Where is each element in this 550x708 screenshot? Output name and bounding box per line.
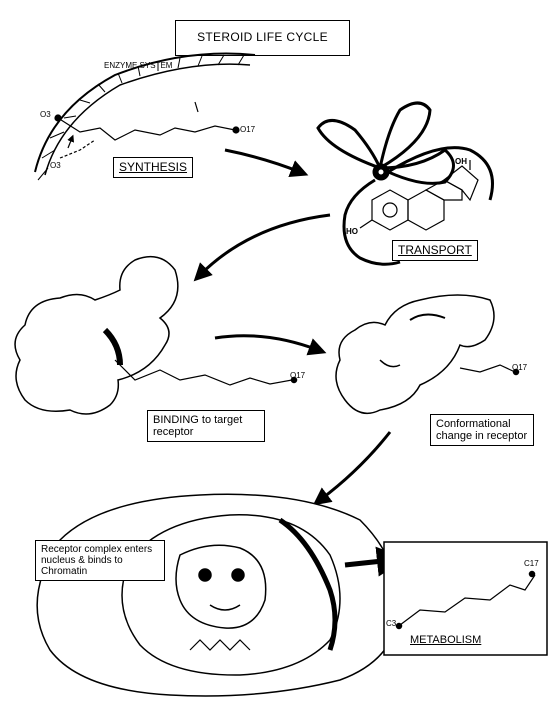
- nucleus-label: Receptor complex enters nucleus & binds …: [35, 540, 165, 581]
- enzyme-system-label: ENZYME SYSTEM: [104, 62, 172, 71]
- c3-marker: C3: [386, 620, 396, 629]
- metabolism-label: METABOLISM: [410, 634, 481, 646]
- conformational-receptor: [336, 295, 519, 413]
- synthesis-chain: [55, 102, 239, 158]
- o17-binding-marker: O17: [290, 372, 305, 381]
- ho-marker: HO: [346, 228, 358, 237]
- nucleus-cell: [37, 494, 400, 696]
- binding-label: BINDING to target receptor: [147, 410, 265, 442]
- c17-marker: C17: [524, 560, 539, 569]
- page-title: STEROID LIFE CYCLE: [175, 20, 350, 56]
- arrow-synthesis-to-transport: [225, 150, 300, 172]
- arrow-transport-to-binding: [200, 215, 330, 275]
- oh-marker: OH: [455, 158, 467, 167]
- o3-bottom-marker: O3: [50, 162, 61, 171]
- conformational-label: Conformational change in receptor: [430, 414, 534, 446]
- arrow-binding-to-conformational: [215, 336, 318, 350]
- synthesis-label: SYNTHESIS: [113, 157, 193, 178]
- arrow-conformational-to-nucleus: [320, 432, 390, 500]
- o3-top-marker: O3: [40, 111, 51, 120]
- transport-label: TRANSPORT: [392, 240, 478, 261]
- o17-conformational-marker: O17: [512, 364, 527, 373]
- o17-synthesis-marker: O17: [240, 126, 255, 135]
